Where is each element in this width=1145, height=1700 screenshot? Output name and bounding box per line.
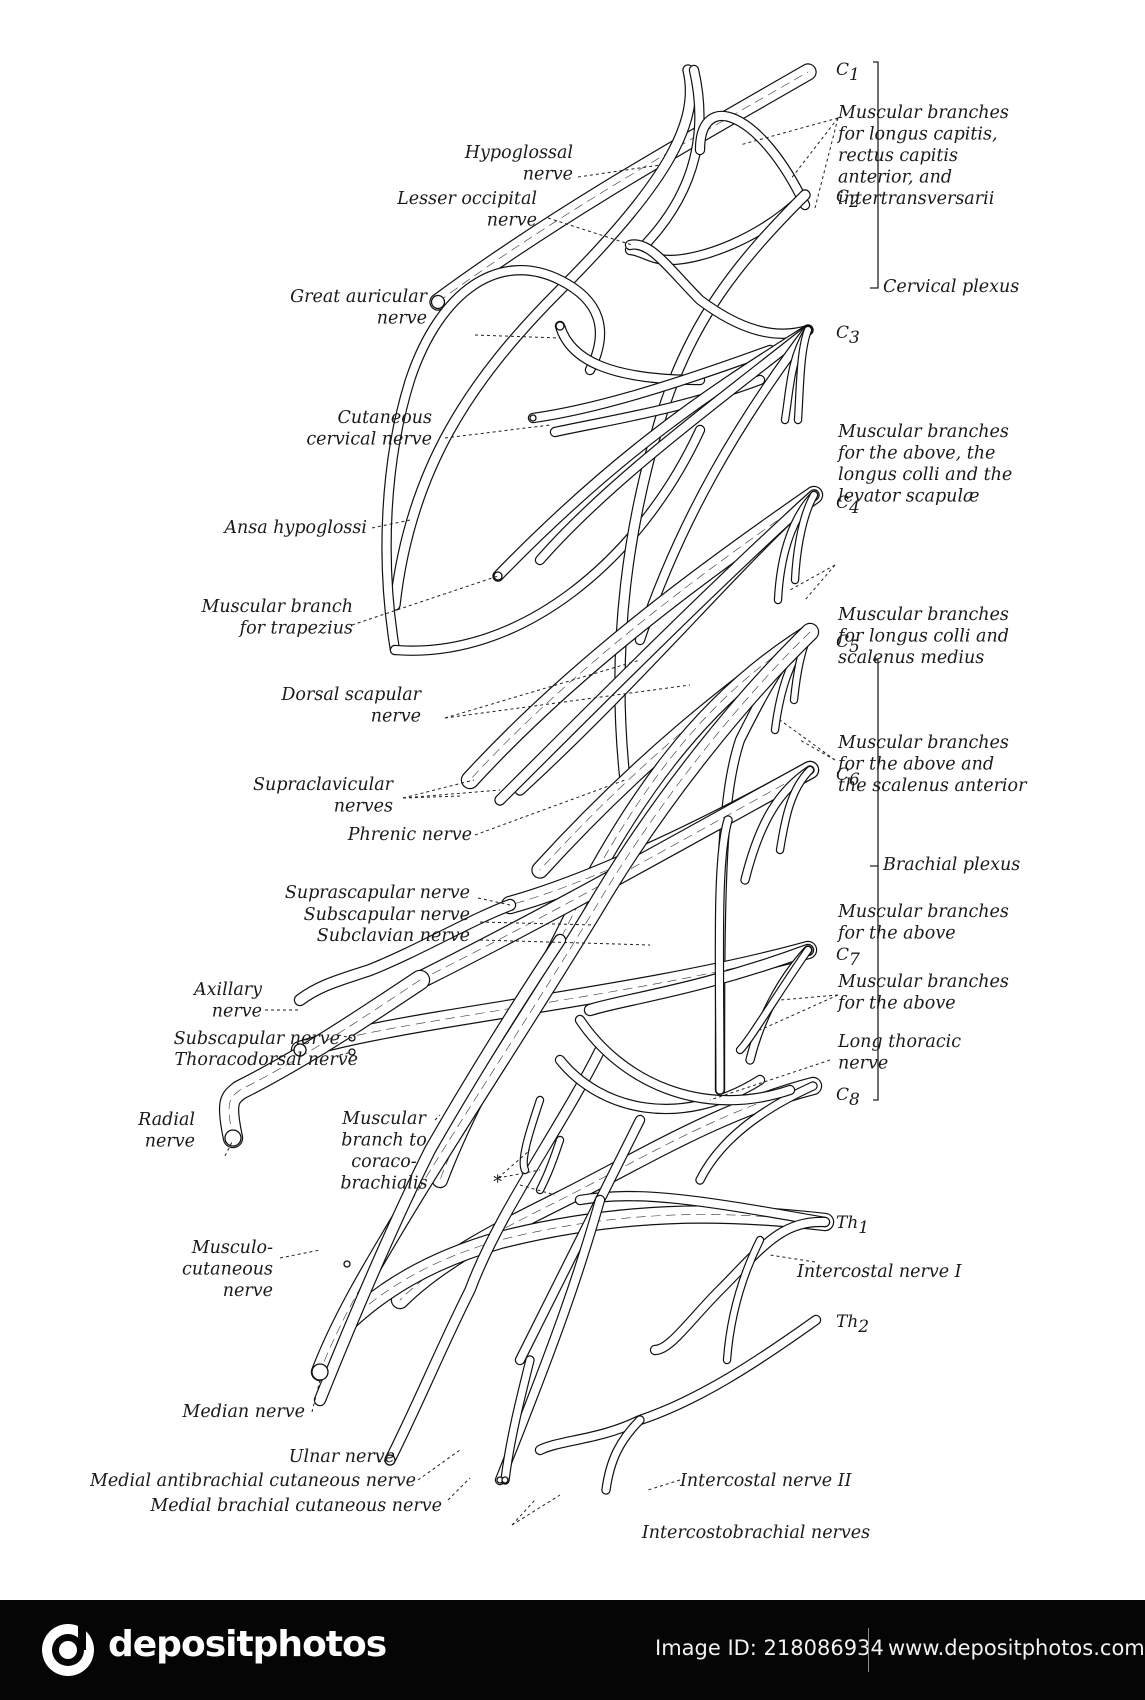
label-suprascapular-nerve: Suprascapular nerve [285,883,470,903]
segment-c4: C4 [836,493,860,518]
label-intercostal-nerve-ii: Intercostal nerve II [679,1471,853,1491]
segment-c7: C7 [836,945,860,970]
brand-name: depositphotos [108,1624,387,1665]
label-intercostal-nerve-i: Intercostal nerve I [796,1262,963,1282]
label-ulnar-nerve: Ulnar nerve [289,1447,395,1467]
label-medial-antibrachial-cutaneous-nerve: Medial antibrachial cutaneous nerve [89,1471,416,1491]
label-subclavian-nerve: Subclavian nerve [317,926,470,946]
segment-c5: C5 [836,632,860,657]
nerve-drawing [218,63,835,1495]
segment-th2: Th2 [836,1312,869,1337]
segment-c1: C1 [836,60,860,85]
segment-th1: Th1 [836,1213,869,1238]
label-cervical-plexus: Cervical plexus [883,277,1019,297]
label-thoracodorsal-nerve: Thoracodorsal nerve [174,1050,358,1070]
segment-c3: C3 [836,323,860,348]
segment-c8: C8 [836,1085,860,1110]
footer-divider [868,1628,869,1672]
segment-c6: C6 [836,765,860,790]
label-brachial-plexus: Brachial plexus [882,855,1020,875]
label-ansa-hypoglossi: Ansa hypoglossi [222,518,367,538]
image-id: Image ID: 218086934 [655,1636,884,1660]
site-url: www.depositphotos.com [888,1636,1145,1660]
label-subscapular-nerve: Subscapular nerve [304,905,470,925]
depositphotos-logo-icon [42,1624,94,1676]
label-: * [493,1173,502,1193]
segment-c2: C2 [836,187,860,212]
label-medial-brachial-cutaneous-nerve: Medial brachial cutaneous nerve [149,1496,442,1516]
label-median-nerve: Median nerve [181,1402,305,1422]
watermark-footer: depositphotos Image ID: 218086934 www.de… [0,1600,1145,1700]
label-phrenic-nerve: Phrenic nerve [347,825,472,845]
leader-lines [224,117,839,1526]
plexus-braces [870,61,879,1101]
label-subscapular-nerve: Subscapular nerve [174,1029,340,1049]
label-intercostobrachial-nerves: Intercostobrachial nerves [641,1523,870,1543]
